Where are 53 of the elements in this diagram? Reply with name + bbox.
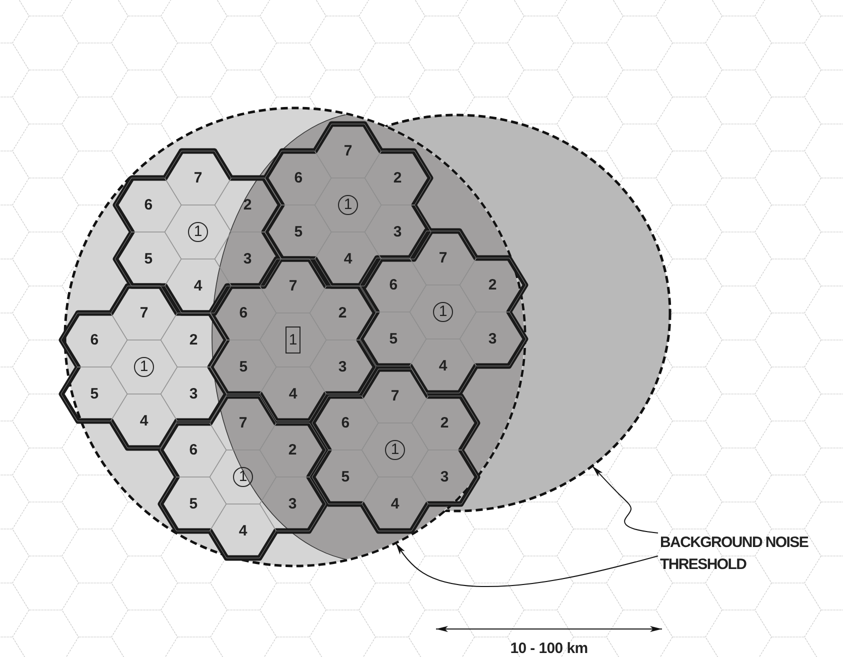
cell-number: 2 [243,198,252,212]
cell-number: 2 [488,278,497,292]
circled-cell-number: 1 [233,467,253,487]
cell-number: 6 [239,306,248,320]
cell-number: 2 [440,416,449,430]
cell-number: 5 [189,496,198,512]
cell-number: 4 [288,386,298,402]
circled-cell-number: 1 [338,195,358,215]
cell-number: 7 [194,170,202,186]
cell-number: 3 [189,386,198,402]
cell-number: 2 [338,306,347,320]
leader-arrow [395,542,658,588]
cell-number: 4 [438,358,448,374]
circled-cell-number: 1 [385,440,405,460]
cell-number: 3 [393,224,402,240]
cell-number: 4 [140,414,148,428]
cell-number: 3 [488,332,497,346]
cell-number: 6 [294,170,303,186]
leader-arrow [592,465,658,534]
cell-number: 7 [438,250,448,266]
cell-number: 3 [243,252,252,266]
cell-number: 6 [341,416,350,430]
dimension-label: 10 - 100 km [510,639,588,657]
cell-number: 7 [238,416,248,430]
cell-number: 4 [390,496,400,512]
cell-number: 7 [390,388,400,404]
cell-number: 5 [389,332,398,346]
cell-number: 5 [239,360,248,374]
cell-number: 3 [440,470,449,484]
circled-cell-number: 1 [433,302,453,322]
cell-number: 5 [294,224,303,240]
cell-number: 6 [144,198,153,212]
cell-number: 6 [389,278,398,292]
cell-number: 5 [341,470,350,484]
cell-number: 4 [344,252,352,266]
cell-number: 6 [189,442,198,458]
cell-number: 7 [140,306,148,320]
cell-number: 2 [393,170,402,186]
cell-number: 6 [90,332,99,348]
annotation-label: BACKGROUND NOISE THRESHOLD [660,532,835,576]
cell-number: 4 [194,278,202,294]
circled-cell-number: 1 [134,357,154,377]
cell-number: 5 [144,252,153,266]
cell-number: 7 [288,278,298,294]
cell-number: 4 [238,524,248,538]
cell-number: 5 [90,386,99,402]
cell-number: 3 [288,496,297,512]
cell-number: 2 [288,442,297,458]
boxed-cell-number: 1 [286,326,300,354]
circled-cell-number: 1 [188,222,208,242]
cell-number: 7 [344,144,352,158]
cell-number: 2 [189,332,198,348]
cell-number: 3 [338,360,347,374]
